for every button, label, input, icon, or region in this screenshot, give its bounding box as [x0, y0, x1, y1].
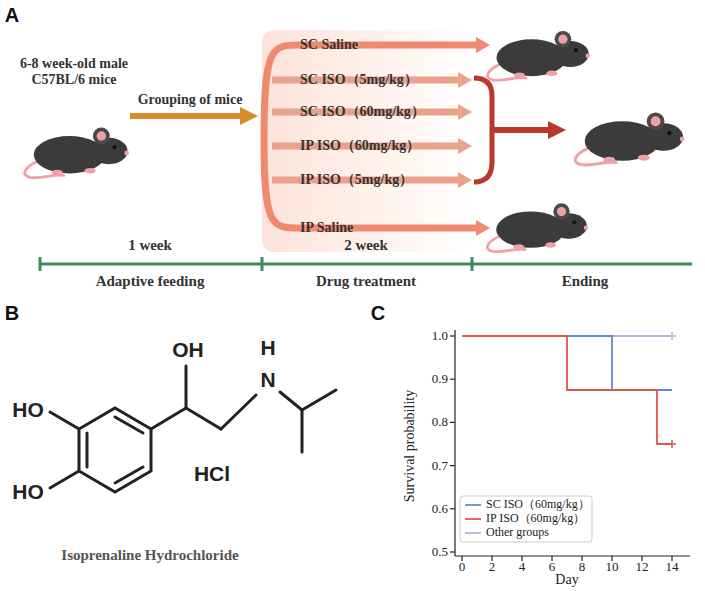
tick-label: 6	[549, 560, 556, 575]
tick-label: 1.0	[432, 329, 448, 344]
atom-label: N	[260, 368, 275, 392]
treatment-panel: SC Saline SC ISO（5mg/kg） SC ISO（60mg/kg） IP…	[262, 30, 472, 252]
tick-label: 0.5	[432, 545, 448, 560]
timeline-label: Adaptive feeding	[96, 273, 205, 290]
tick-label: 0.7	[432, 458, 448, 473]
atom-label: H	[260, 336, 275, 360]
panel-letter: A	[5, 4, 19, 27]
group-label: SC ISO（5mg/kg）	[300, 72, 418, 88]
tick-label: 4	[519, 560, 526, 575]
tick-label: 0.6	[432, 501, 448, 516]
legend-text: IP ISO（60mg/kg）	[486, 512, 585, 526]
panel-letter: C	[371, 302, 385, 325]
compound-name: Isoprenaline Hydrochloride	[61, 547, 238, 564]
timeline-label: 2 week	[344, 237, 388, 254]
tick-label: 0.9	[432, 372, 448, 387]
group-label: IP ISO（60mg/kg）	[300, 138, 420, 154]
mouse-caption: 6-8 week-old male C57BL/6 mice	[4, 56, 144, 88]
atom-label: HO	[12, 480, 44, 504]
axis-title: Survival probability	[402, 390, 418, 502]
atom-label: HCl	[194, 462, 230, 486]
timeline-label: Ending	[562, 273, 609, 290]
axis-title: Day	[555, 572, 578, 588]
timeline-label: 1 week	[128, 237, 172, 254]
tick-label: 10	[606, 560, 619, 575]
tick-label: 0	[459, 560, 466, 575]
panel-letter: B	[5, 302, 19, 325]
atom-label: HO	[12, 398, 44, 422]
tick-label: 0.8	[432, 415, 448, 430]
tick-label: 12	[636, 560, 649, 575]
atom-label: OH	[172, 338, 204, 362]
tick-label: 14	[666, 560, 679, 575]
tick-label: 2	[489, 560, 496, 575]
group-label: SC ISO（60mg/kg）	[300, 104, 425, 120]
group-label: SC Saline	[300, 37, 358, 53]
group-label: IP ISO（5mg/kg）	[300, 172, 413, 188]
legend-text: Other groups	[486, 526, 549, 540]
tick-label: 8	[579, 560, 586, 575]
arrow-label: Grouping of mice	[138, 92, 243, 108]
group-label: IP Saline	[300, 220, 353, 236]
legend-text: SC ISO（60mg/kg）	[486, 498, 590, 512]
timeline-label: Drug treatment	[316, 273, 416, 290]
